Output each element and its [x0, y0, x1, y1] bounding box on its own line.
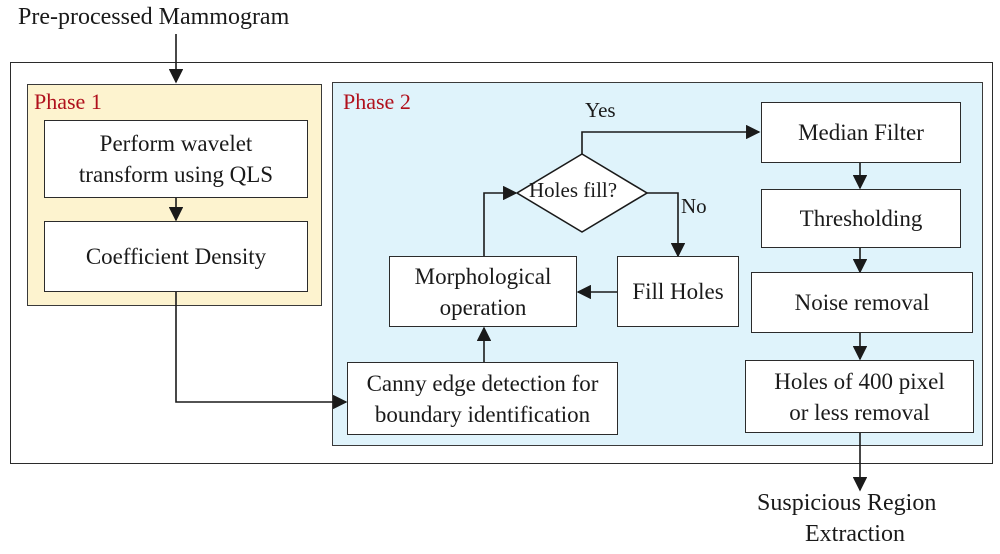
median-filter-box: Median Filter — [761, 102, 961, 163]
thresholding-box: Thresholding — [761, 189, 961, 248]
median-label: Median Filter — [798, 120, 924, 145]
output-label-line2: Extraction — [805, 521, 905, 547]
morph-line2: operation — [439, 294, 527, 320]
coefficient-label: Coefficient Density — [85, 244, 267, 269]
wavelet-line2: transform using QLS — [78, 162, 274, 187]
morph-line1: Morphological — [414, 263, 552, 289]
decision-no-arrow — [647, 192, 686, 258]
decision-label: Holes fill? — [529, 178, 618, 202]
canny-line2: boundary identification — [374, 401, 591, 427]
input-label: Pre-processed Mammogram — [18, 4, 290, 30]
fill-holes-label: Fill Holes — [632, 279, 724, 304]
fill-holes-box: Fill Holes — [617, 256, 739, 327]
yes-label: Yes — [585, 98, 616, 122]
coefficient-to-canny-arrow — [175, 292, 348, 410]
canny-line1: Canny edge detection for — [366, 370, 599, 396]
phase1-title: Phase 1 — [34, 89, 102, 114]
holes400-line2: or less removal — [789, 399, 930, 425]
noise-removal-box: Noise removal — [751, 272, 973, 333]
canny-edge-box: Canny edge detection for boundary identi… — [347, 362, 618, 435]
no-label: No — [681, 194, 707, 218]
decision-yes-arrow — [581, 124, 761, 154]
wavelet-transform-box: Perform wavelet transform using QLS — [44, 120, 308, 198]
threshold-label: Thresholding — [799, 206, 923, 231]
holes-400-removal-box: Holes of 400 pixel or less removal — [745, 360, 974, 433]
morph-to-decision-arrow — [483, 185, 518, 256]
outer-frame — [10, 62, 993, 464]
wavelet-line1: Perform wavelet — [99, 131, 253, 156]
output-label-line1: Suspicious Region — [757, 490, 937, 516]
holes400-line1: Holes of 400 pixel — [774, 368, 945, 394]
coefficient-density-box: Coefficient Density — [44, 221, 308, 292]
phase2-title: Phase 2 — [343, 89, 411, 114]
decision-diamond — [515, 153, 649, 233]
morphological-operation-box: Morphological operation — [389, 256, 577, 327]
noise-label: Noise removal — [794, 290, 930, 315]
